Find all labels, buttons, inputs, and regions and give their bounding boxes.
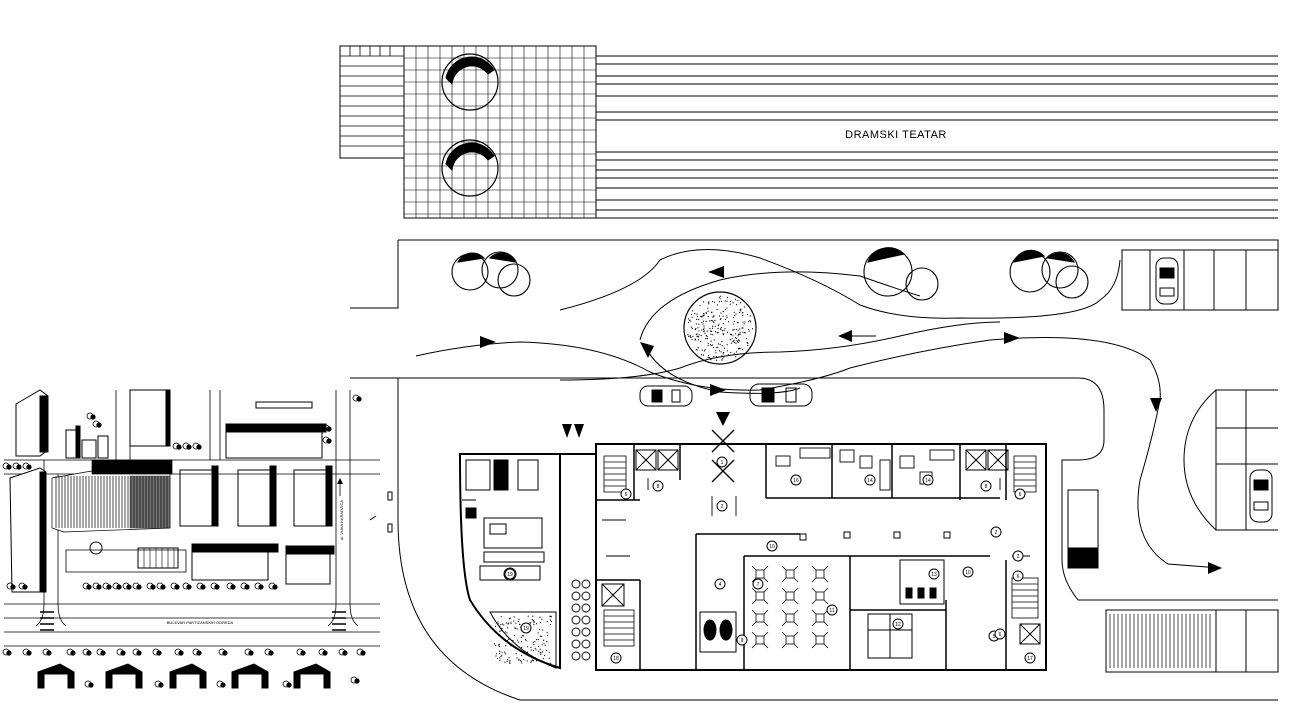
room-number-marker: 6	[620, 488, 632, 500]
elevator-icon	[1019, 623, 1041, 645]
room-number: 1	[721, 460, 724, 466]
room-number-marker: 19	[504, 568, 516, 580]
room-number: 6	[1019, 492, 1022, 498]
car-icon	[1155, 257, 1179, 305]
room-number-marker: 10	[962, 566, 974, 578]
room-number: 19	[507, 572, 513, 578]
elevator-icon	[635, 449, 679, 471]
room-number-marker: 2	[1012, 550, 1024, 562]
room-number: 18	[613, 656, 619, 662]
room-number: 4	[719, 582, 722, 588]
room-number: 10	[965, 570, 971, 576]
room-number: 6	[625, 492, 628, 498]
room-number-marker: 8	[652, 480, 664, 492]
room-number: 10	[769, 544, 775, 550]
room-number-marker: 7	[752, 578, 764, 590]
street-label-south: BULEVAR PARTIZANSKIH ODREDA	[167, 620, 234, 625]
room-number: 7	[757, 582, 760, 588]
room-number-marker: 4	[714, 578, 726, 590]
car-icon	[1249, 469, 1273, 523]
room-number: 6	[999, 632, 1002, 638]
room-number-marker: 19	[520, 622, 532, 634]
room-number: 19	[523, 626, 529, 632]
tree-cluster	[1009, 249, 1089, 299]
elevator-icon	[601, 583, 625, 607]
room-number: 12	[895, 622, 901, 628]
room-number-marker: 14	[864, 474, 876, 486]
car-icon	[749, 383, 813, 407]
stairs-icon	[603, 455, 1039, 647]
room-number-marker: 14	[922, 474, 934, 486]
room-number: 5	[993, 634, 996, 640]
street-label-east: ul. VUKA KARADZICA	[339, 500, 344, 540]
tree-cluster	[863, 247, 939, 301]
room-number: 8	[985, 484, 988, 490]
room-number-marker: 2	[716, 500, 728, 512]
room-number: 9	[741, 638, 744, 644]
room-number-marker: 6	[994, 628, 1006, 640]
room-number-marker: 1	[716, 456, 728, 468]
room-number-marker: 16	[790, 474, 802, 486]
room-number-marker: 11	[826, 604, 838, 616]
room-number-marker: 10	[766, 540, 778, 552]
room-number: 2	[721, 504, 724, 510]
room-number-marker: 9	[736, 634, 748, 646]
room-number-marker: 18	[610, 652, 622, 664]
room-number-marker: 12	[892, 618, 904, 630]
elevator-icon	[965, 449, 1009, 471]
room-number: 14	[925, 478, 931, 484]
theatre-block: DRAMSKI TEATAR	[339, 45, 1278, 219]
building-name-label: DRAMSKI TEATAR	[845, 129, 947, 141]
tree-icon	[441, 139, 499, 197]
room-number-marker: 13	[928, 568, 940, 580]
room-number-marker: 8	[980, 480, 992, 492]
road-network	[350, 239, 1279, 701]
room-number: 8	[657, 484, 660, 490]
car-icon	[639, 385, 693, 407]
room-number: 17	[1027, 656, 1033, 662]
room-number-marker: 6	[1012, 570, 1024, 582]
room-number: 13	[931, 572, 937, 578]
room-number: 2	[995, 530, 998, 536]
room-number: 14	[867, 478, 873, 484]
site-context-inset: BULEVAR PARTIZANSKIH ODREDA ul. VUKA KAR…	[2, 389, 393, 689]
tree-cluster	[451, 251, 531, 297]
room-number: 6	[1017, 574, 1020, 580]
room-number-marker: 2	[990, 526, 1002, 538]
room-number-marker: 6	[1014, 488, 1026, 500]
tree-icon	[441, 53, 499, 111]
room-number-marker: 17	[1024, 652, 1036, 664]
room-number: 16	[793, 478, 799, 484]
room-number: 2	[1017, 554, 1020, 560]
room-number: 11	[829, 608, 834, 614]
truck-icon	[1067, 489, 1099, 569]
